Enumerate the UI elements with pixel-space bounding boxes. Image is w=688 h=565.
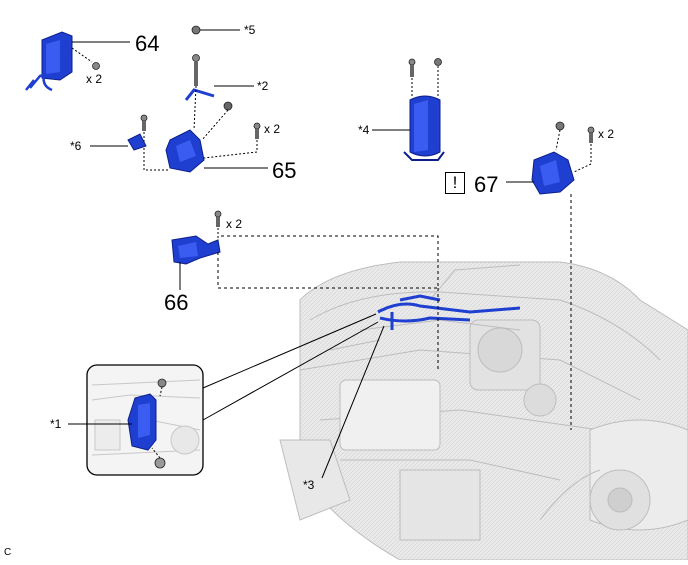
part-star4-canister <box>372 58 445 161</box>
part-64-reservoir <box>25 31 130 92</box>
part-star6-clip <box>90 133 147 151</box>
callout-star2: *2 <box>257 79 269 93</box>
part-number-65: 65 <box>272 158 297 183</box>
inset-view <box>86 364 204 476</box>
part-65-assembly <box>140 25 268 173</box>
callout-star4: *4 <box>358 123 370 137</box>
corner-code: C <box>4 547 12 558</box>
quantity-67: x 2 <box>598 127 615 141</box>
callout-star5: *5 <box>244 23 256 37</box>
caution-icon: ! <box>445 172 465 194</box>
callout-star1: *1 <box>50 417 62 431</box>
leader-star3 <box>321 325 385 479</box>
callout-star6: *6 <box>70 139 82 153</box>
callout-star3: *3 <box>303 478 315 492</box>
inset-callout-lines <box>202 313 379 421</box>
quantity-64: x 2 <box>86 72 103 86</box>
mount-guide-66 <box>217 235 439 289</box>
part-number-66: 66 <box>164 290 189 315</box>
part-number-64: 64 <box>135 31 160 56</box>
vehicle-front-ghost <box>279 261 688 561</box>
part-number-67: 67 <box>474 172 499 197</box>
quantity-65: x 2 <box>264 122 281 136</box>
quantity-66: x 2 <box>226 217 243 231</box>
vehicle-hoses <box>377 294 521 330</box>
part-66-bracket <box>171 210 439 370</box>
part-67-bracket <box>506 121 595 430</box>
